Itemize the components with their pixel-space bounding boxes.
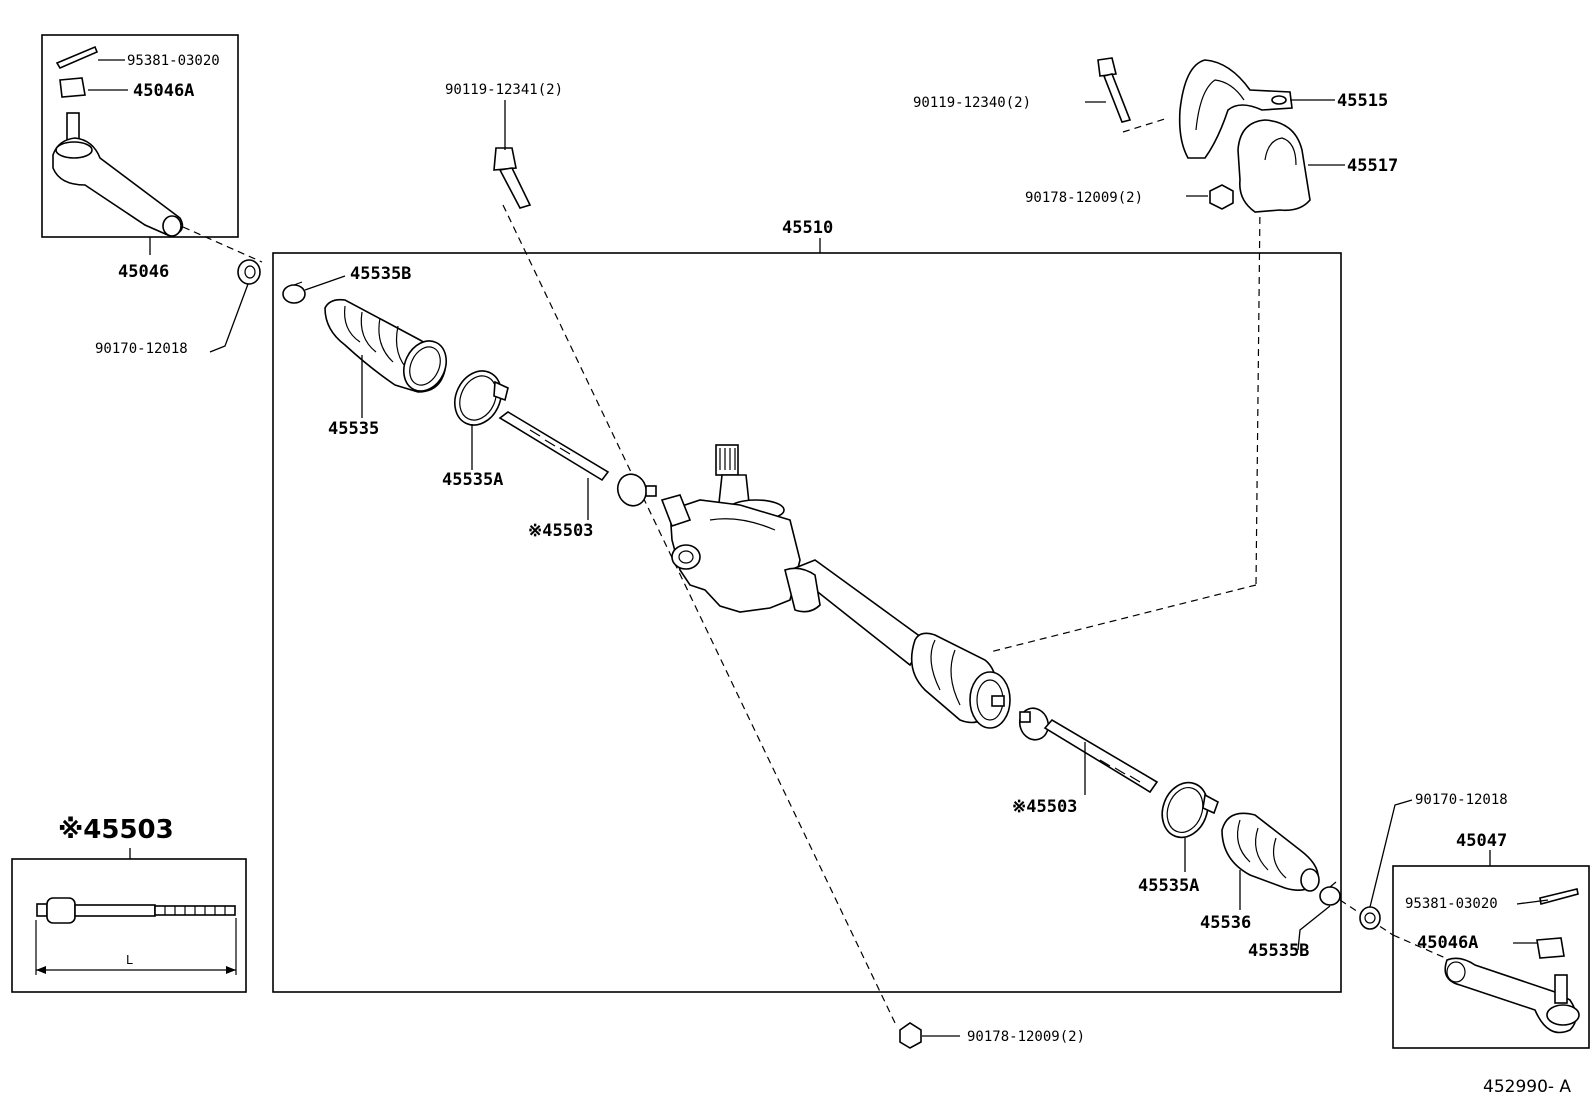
label-tie-rod-end-rh: 45047 — [1456, 831, 1507, 851]
clip-rh — [1319, 881, 1341, 906]
inner-rod-detail-drawing — [35, 897, 237, 975]
label-tie-rod-end-lh: 45046 — [118, 262, 169, 282]
steering-gear-housing — [660, 444, 1011, 729]
label-bracket: 45515 — [1337, 91, 1388, 111]
clamp-rh — [1161, 781, 1219, 839]
clip-lh — [282, 281, 306, 304]
label-nut-rh: 90170-12018 — [1415, 792, 1508, 808]
label-castle-nut-lh: 45046A — [133, 81, 194, 101]
bracket-45515 — [1097, 57, 1293, 159]
tie-rod-end-lh-box — [41, 34, 239, 238]
bushing-45517 — [1237, 119, 1311, 213]
label-bracket-nut: 90178-12009(2) — [1025, 190, 1143, 206]
boot-rh — [1221, 812, 1320, 892]
inner-rod-lh — [498, 411, 657, 507]
label-inner-rod-lh: ※45503 — [528, 521, 593, 541]
nut-rh — [1359, 906, 1381, 930]
label-clip-lh: 45535B — [350, 264, 411, 284]
label-bottom-nut: 90178-12009(2) — [967, 1029, 1085, 1045]
assembly-frame-45510 — [272, 252, 1342, 993]
label-clip-rh: 45535B — [1248, 941, 1309, 961]
label-bushing: 45517 — [1347, 156, 1398, 176]
tie-rod-end-rh — [1444, 888, 1580, 1034]
label-boot-lh: 45535 — [328, 419, 379, 439]
label-bracket-bolt: 90119-12340(2) — [913, 95, 1031, 111]
nut-lh — [237, 259, 261, 285]
detail-title: ※45503 — [58, 815, 174, 845]
leader-lines — [88, 59, 1549, 1037]
reference-code: 452990- A — [1483, 1077, 1571, 1097]
tie-rod-end-lh — [52, 45, 184, 237]
detail-dimension-label: L — [126, 953, 133, 967]
inner-rod-detail-box — [11, 858, 247, 993]
label-cotter-pin-rh: 95381-03020 — [1405, 896, 1498, 912]
dashed-connections — [182, 117, 1451, 1026]
label-clamp-lh: 45535A — [442, 470, 503, 490]
label-inner-rod-rh: ※45503 — [1012, 797, 1077, 817]
inner-rod-rh — [1018, 707, 1159, 794]
label-assembly-45510: 45510 — [782, 218, 833, 238]
boot-lh — [324, 298, 447, 393]
label-boot-rh: 45536 — [1200, 913, 1251, 933]
label-clamp-rh: 45535A — [1138, 876, 1199, 896]
bottom-nut — [899, 1022, 922, 1049]
label-nut-lh: 90170-12018 — [95, 341, 188, 357]
bracket-nut — [1209, 184, 1234, 210]
label-cotter-pin-lh: 95381-03020 — [127, 53, 220, 69]
clamp-lh — [454, 370, 509, 426]
label-castle-nut-rh: 45046A — [1417, 933, 1478, 953]
bolt-top — [493, 147, 532, 209]
label-bolt-top: 90119-12341(2) — [445, 82, 563, 98]
tie-rod-end-rh-box — [1392, 865, 1590, 1049]
